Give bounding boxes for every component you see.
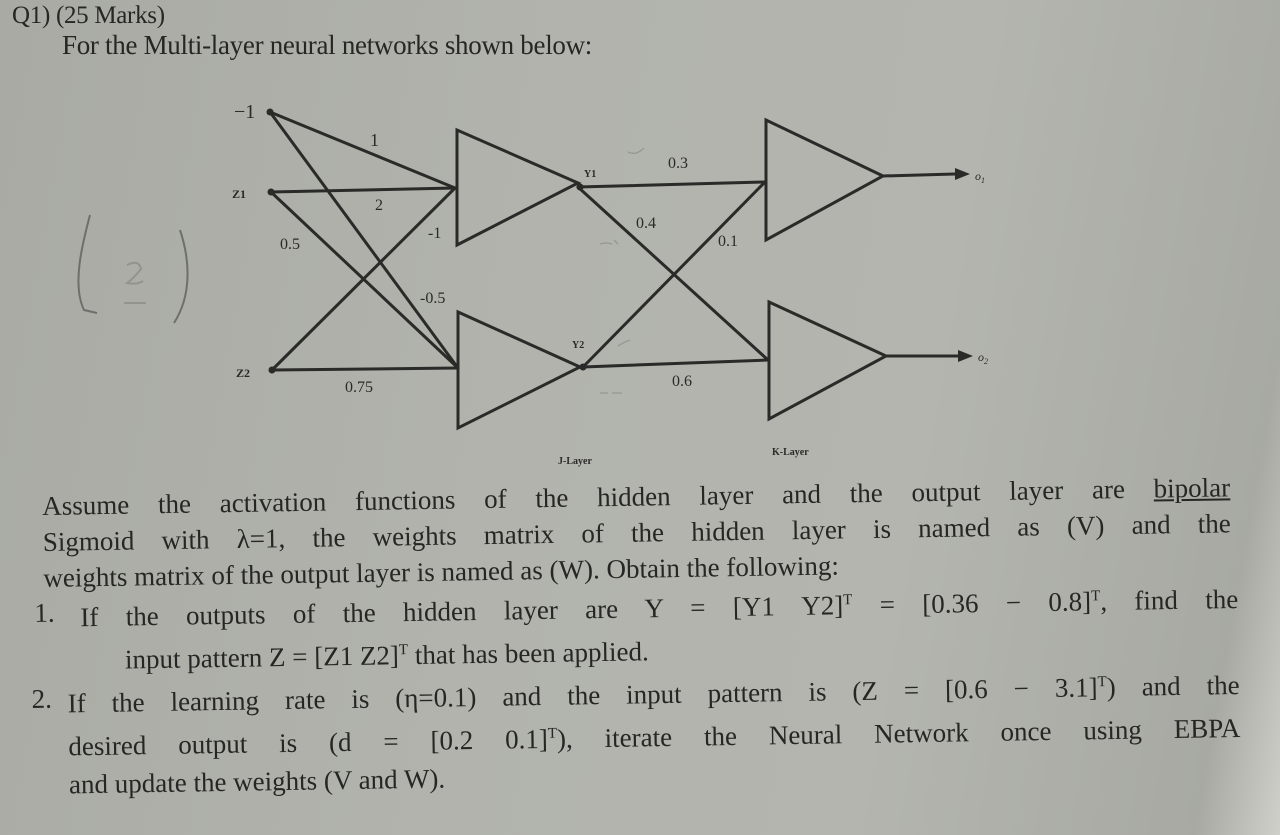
task-number: 1. <box>34 597 55 628</box>
weight-y2-o2: 0.6 <box>672 373 692 390</box>
output-neuron-o2 <box>767 299 890 422</box>
task-number: 2. <box>31 683 53 714</box>
hidden-layer-label: J-Layer <box>558 456 592 467</box>
question-header: Q1) (25 Marks) <box>12 2 165 30</box>
output-layer-label: K-Layer <box>772 447 809 458</box>
weight-y1-o2: 0.4 <box>636 215 656 232</box>
neural-network-diagram: −1 Z1 Z2 1 2 -1 0.5 -0.5 0.75 Y1 Y2 0.3 … <box>232 101 988 467</box>
question-number: Q1) <box>12 2 50 29</box>
weight-z1-y2: 0.5 <box>280 236 300 253</box>
output-neuron-o1 <box>764 117 887 243</box>
output-o1-label: o1 <box>975 169 985 185</box>
weight-z1-y1: 2 <box>375 197 383 214</box>
underlined-bipolar: bipolar <box>1153 472 1231 504</box>
weight-z2-y2: 0.75 <box>345 379 373 396</box>
handwritten-bracket-annotation <box>77 214 189 324</box>
hidden-node-y1-label: Y1 <box>584 169 596 180</box>
output-o2-label: o2 <box>978 350 988 366</box>
input-bias-label: −1 <box>234 101 255 123</box>
hidden-neuron-y1 <box>455 127 582 248</box>
weight-z2-y1: -1 <box>428 225 441 242</box>
question-intro: For the Multi-layer neural networks show… <box>62 30 592 60</box>
hidden-node-y2-label: Y2 <box>572 340 584 351</box>
arrow-o1-icon <box>955 168 970 180</box>
weight-bias-y2: -0.5 <box>420 290 445 307</box>
hidden-neuron-y2 <box>456 309 584 431</box>
weight-y1-o1: 0.3 <box>668 155 688 172</box>
question-marks: (25 Marks) <box>55 2 165 29</box>
input-z2-label: Z2 <box>236 366 250 380</box>
input-z1-label: Z1 <box>232 187 246 201</box>
arrow-o2-icon <box>958 350 973 362</box>
weight-y2-o1: 0.1 <box>718 233 738 250</box>
task-item-2: 2. If the learning rate is (η=0.1) and t… <box>31 661 1241 804</box>
weight-bias-y1: 1 <box>370 130 379 150</box>
task-list: 1. If the outputs of the hidden layer ar… <box>30 575 1241 804</box>
